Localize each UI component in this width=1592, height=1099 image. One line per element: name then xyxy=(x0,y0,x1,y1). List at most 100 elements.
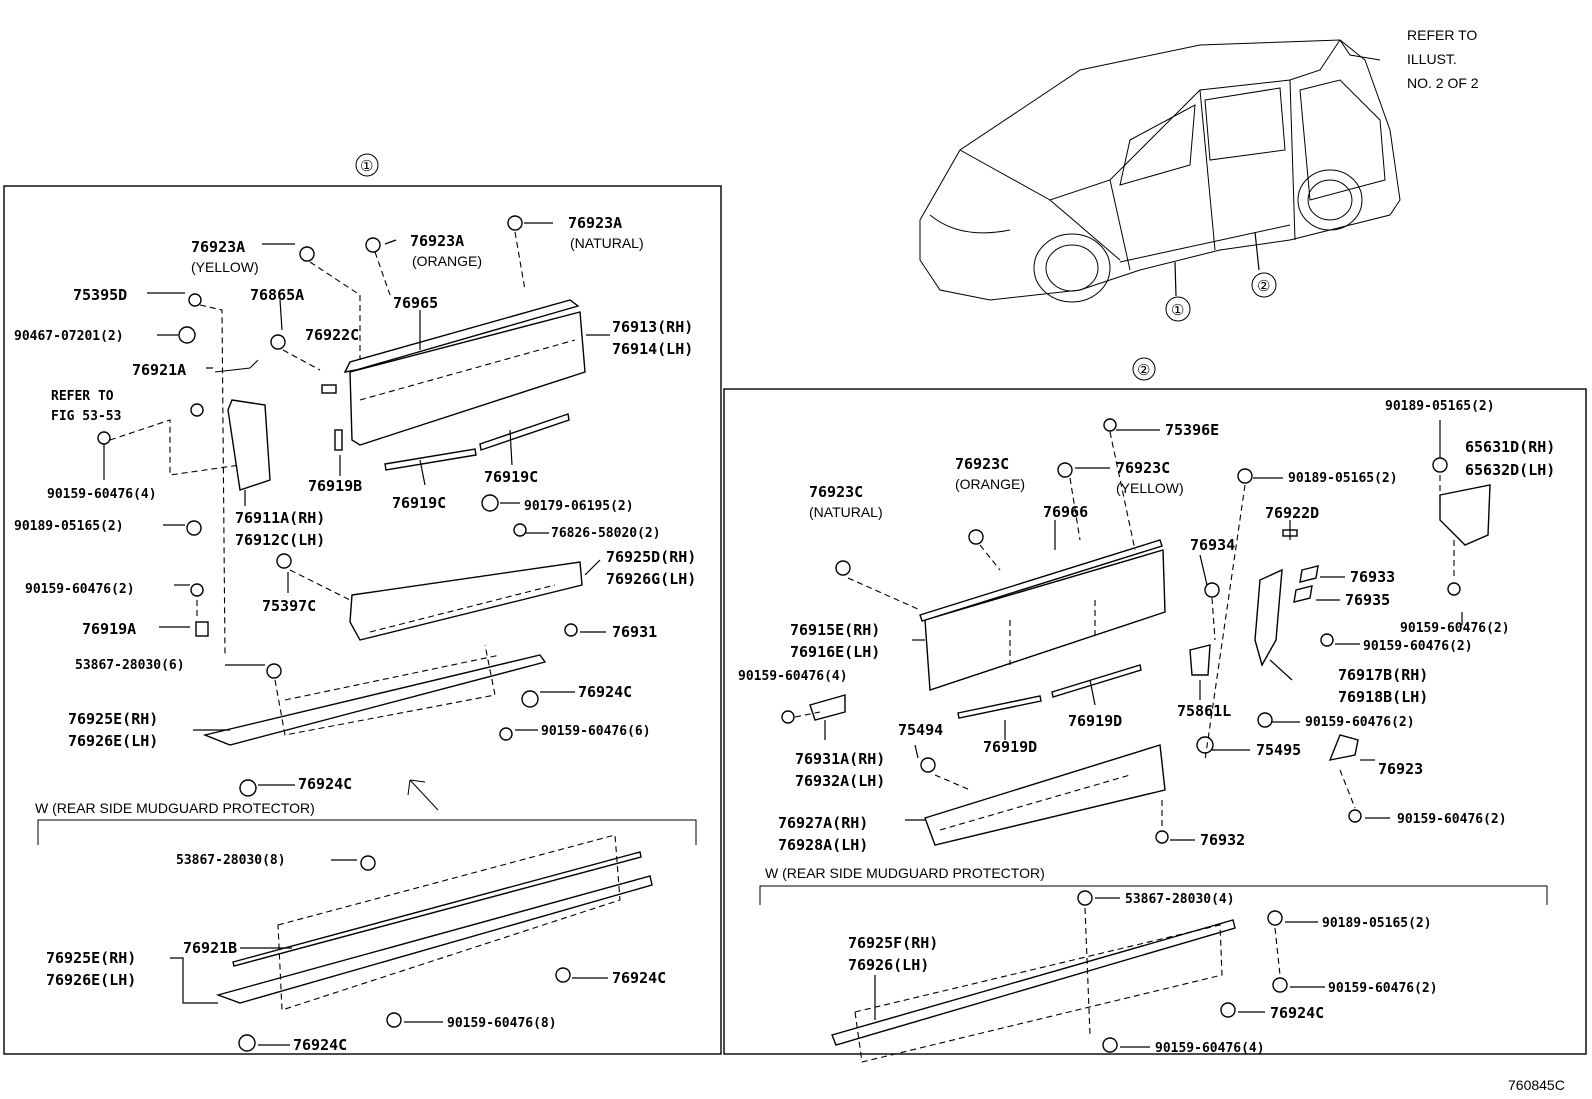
label-90159-4: 90159-60476(4) xyxy=(47,487,157,502)
label-75861L: 75861L xyxy=(1177,702,1231,720)
label-76923C-orange: 76923C xyxy=(955,455,1009,473)
label-natural-2: (NATURAL) xyxy=(809,504,883,520)
label-76924C-w: 76924C xyxy=(1270,1004,1324,1022)
label-yellow: (YELLOW) xyxy=(191,259,259,275)
label-orange: (ORANGE) xyxy=(412,253,482,269)
label-76924C-c: 76924C xyxy=(612,969,666,987)
label-53867-6: 53867-28030(6) xyxy=(75,658,185,673)
figure-code: 760845C xyxy=(1508,1077,1565,1093)
label-76913-rh: 76913(RH) xyxy=(612,318,693,336)
label-yellow-2: (YELLOW) xyxy=(1116,480,1184,496)
label-w-note-1: W (REAR SIDE MUDGUARD PROTECTOR) xyxy=(35,800,315,816)
label-76966: 76966 xyxy=(1043,503,1088,521)
label-orange-2: (ORANGE) xyxy=(955,476,1025,492)
vehicle-illustration xyxy=(919,39,1401,303)
label-76934: 76934 xyxy=(1190,536,1235,554)
label-76931A-rh: 76931A(RH) xyxy=(795,750,885,768)
label-75495: 75495 xyxy=(1256,741,1301,759)
label-w-note-2: W (REAR SIDE MUDGUARD PROTECTOR) xyxy=(765,865,1045,881)
label-76935: 76935 xyxy=(1345,591,1390,609)
label-76917B-rh: 76917B(RH) xyxy=(1338,666,1428,684)
label-76919D-b: 76919D xyxy=(1068,712,1122,730)
label-90467: 90467-07201(2) xyxy=(14,329,124,344)
label-76919C-a: 76919C xyxy=(392,494,446,512)
label-76914-lh: 76914(LH) xyxy=(612,340,693,358)
car-callout-2-circle xyxy=(1251,272,1277,298)
section-1-marker: ① xyxy=(360,158,373,175)
label-75494: 75494 xyxy=(898,721,943,739)
label-76926E-lh-b: 76926E(LH) xyxy=(46,971,136,989)
car-callout-1-circle xyxy=(1165,296,1191,322)
label-53867-8: 53867-28030(8) xyxy=(176,853,286,868)
label-76923A-yellow: 76923A xyxy=(191,238,245,256)
panel-1-parts xyxy=(37,215,697,1052)
label-76933: 76933 xyxy=(1350,568,1395,586)
section-2-marker: ② xyxy=(1137,362,1150,379)
label-76921A: 76921A xyxy=(132,361,186,379)
label-90159-2b: 90159-60476(2) xyxy=(1363,639,1473,654)
label-75396E: 75396E xyxy=(1165,421,1219,439)
label-76923A-natural: 76923A xyxy=(568,214,622,232)
label-76919B: 76919B xyxy=(308,477,362,495)
label-refer-fig-1: REFER TO xyxy=(51,389,114,404)
label-90159-2e: 90159-60476(2) xyxy=(1328,981,1438,996)
label-76925D-rh: 76925D(RH) xyxy=(606,548,696,566)
label-76919A: 76919A xyxy=(82,620,136,638)
label-76912C-lh: 76912C(LH) xyxy=(235,531,325,549)
label-76923: 76923 xyxy=(1378,760,1423,778)
section-2-circle xyxy=(1132,357,1156,381)
refer-note-line-3: NO. 2 OF 2 xyxy=(1407,75,1479,91)
label-76923C-yellow: 76923C xyxy=(1116,459,1170,477)
panel-2-parts xyxy=(759,418,1548,1063)
label-53867-4: 53867-28030(4) xyxy=(1125,892,1235,907)
refer-note-line-1: REFER TO xyxy=(1407,27,1477,43)
label-76926G-lh: 76926G(LH) xyxy=(606,570,696,588)
label-76918B-lh: 76918B(LH) xyxy=(1338,688,1428,706)
label-76925E-rh-b: 76925E(RH) xyxy=(46,949,136,967)
refer-note-line-2: ILLUST. xyxy=(1407,51,1457,67)
label-90189-2: 90189-05165(2) xyxy=(14,519,124,534)
label-65631D-rh: 65631D(RH) xyxy=(1465,438,1555,456)
label-90189-w: 90189-05165(2) xyxy=(1322,916,1432,931)
label-76919C-b: 76919C xyxy=(484,468,538,486)
label-90189-top: 90189-05165(2) xyxy=(1385,399,1495,414)
label-76926-lh: 76926(LH) xyxy=(848,956,929,974)
label-refer-fig-2: FIG 53-53 xyxy=(51,409,121,424)
label-natural: (NATURAL) xyxy=(570,235,644,251)
label-90159-2d: 90159-60476(2) xyxy=(1397,812,1507,827)
label-76916E-lh: 76916E(LH) xyxy=(790,643,880,661)
label-76925E-rh-a: 76925E(RH) xyxy=(68,710,158,728)
label-76865A: 76865A xyxy=(250,286,304,304)
label-76924C-b: 76924C xyxy=(298,775,352,793)
label-76826: 76826-58020(2) xyxy=(551,526,661,541)
panel-2-border xyxy=(723,388,1587,1055)
label-76923C-natural: 76923C xyxy=(809,483,863,501)
label-65632D-lh: 65632D(LH) xyxy=(1465,461,1555,479)
label-90159-4: 90159-60476(4) xyxy=(738,669,848,684)
car-callout-2: ② xyxy=(1257,278,1270,295)
label-76915E-rh: 76915E(RH) xyxy=(790,621,880,639)
label-90159-2c: 90159-60476(2) xyxy=(1305,715,1415,730)
label-76931: 76931 xyxy=(612,623,657,641)
label-76926E-lh-a: 76926E(LH) xyxy=(68,732,158,750)
label-76911A-rh: 76911A(RH) xyxy=(235,509,325,527)
label-76932A-lh: 76932A(LH) xyxy=(795,772,885,790)
label-90159-8: 90159-60476(8) xyxy=(447,1016,557,1031)
label-76925F-rh: 76925F(RH) xyxy=(848,934,938,952)
panel-1-border xyxy=(3,185,722,1055)
label-90189-mid: 90189-05165(2) xyxy=(1288,471,1398,486)
label-76919D-a: 76919D xyxy=(983,738,1037,756)
label-76921B: 76921B xyxy=(183,939,237,957)
car-callout-1: ① xyxy=(1171,302,1184,319)
label-76922C: 76922C xyxy=(305,326,359,344)
label-90159-2: 90159-60476(2) xyxy=(25,582,135,597)
section-1-circle xyxy=(355,153,379,177)
label-76924C-d: 76924C xyxy=(293,1036,347,1054)
label-76965: 76965 xyxy=(393,294,438,312)
label-76928A-lh: 76928A(LH) xyxy=(778,836,868,854)
label-76932: 76932 xyxy=(1200,831,1245,849)
label-90159-4w: 90159-60476(4) xyxy=(1155,1041,1265,1056)
label-90159-2a: 90159-60476(2) xyxy=(1400,621,1510,636)
label-76927A-rh: 76927A(RH) xyxy=(778,814,868,832)
